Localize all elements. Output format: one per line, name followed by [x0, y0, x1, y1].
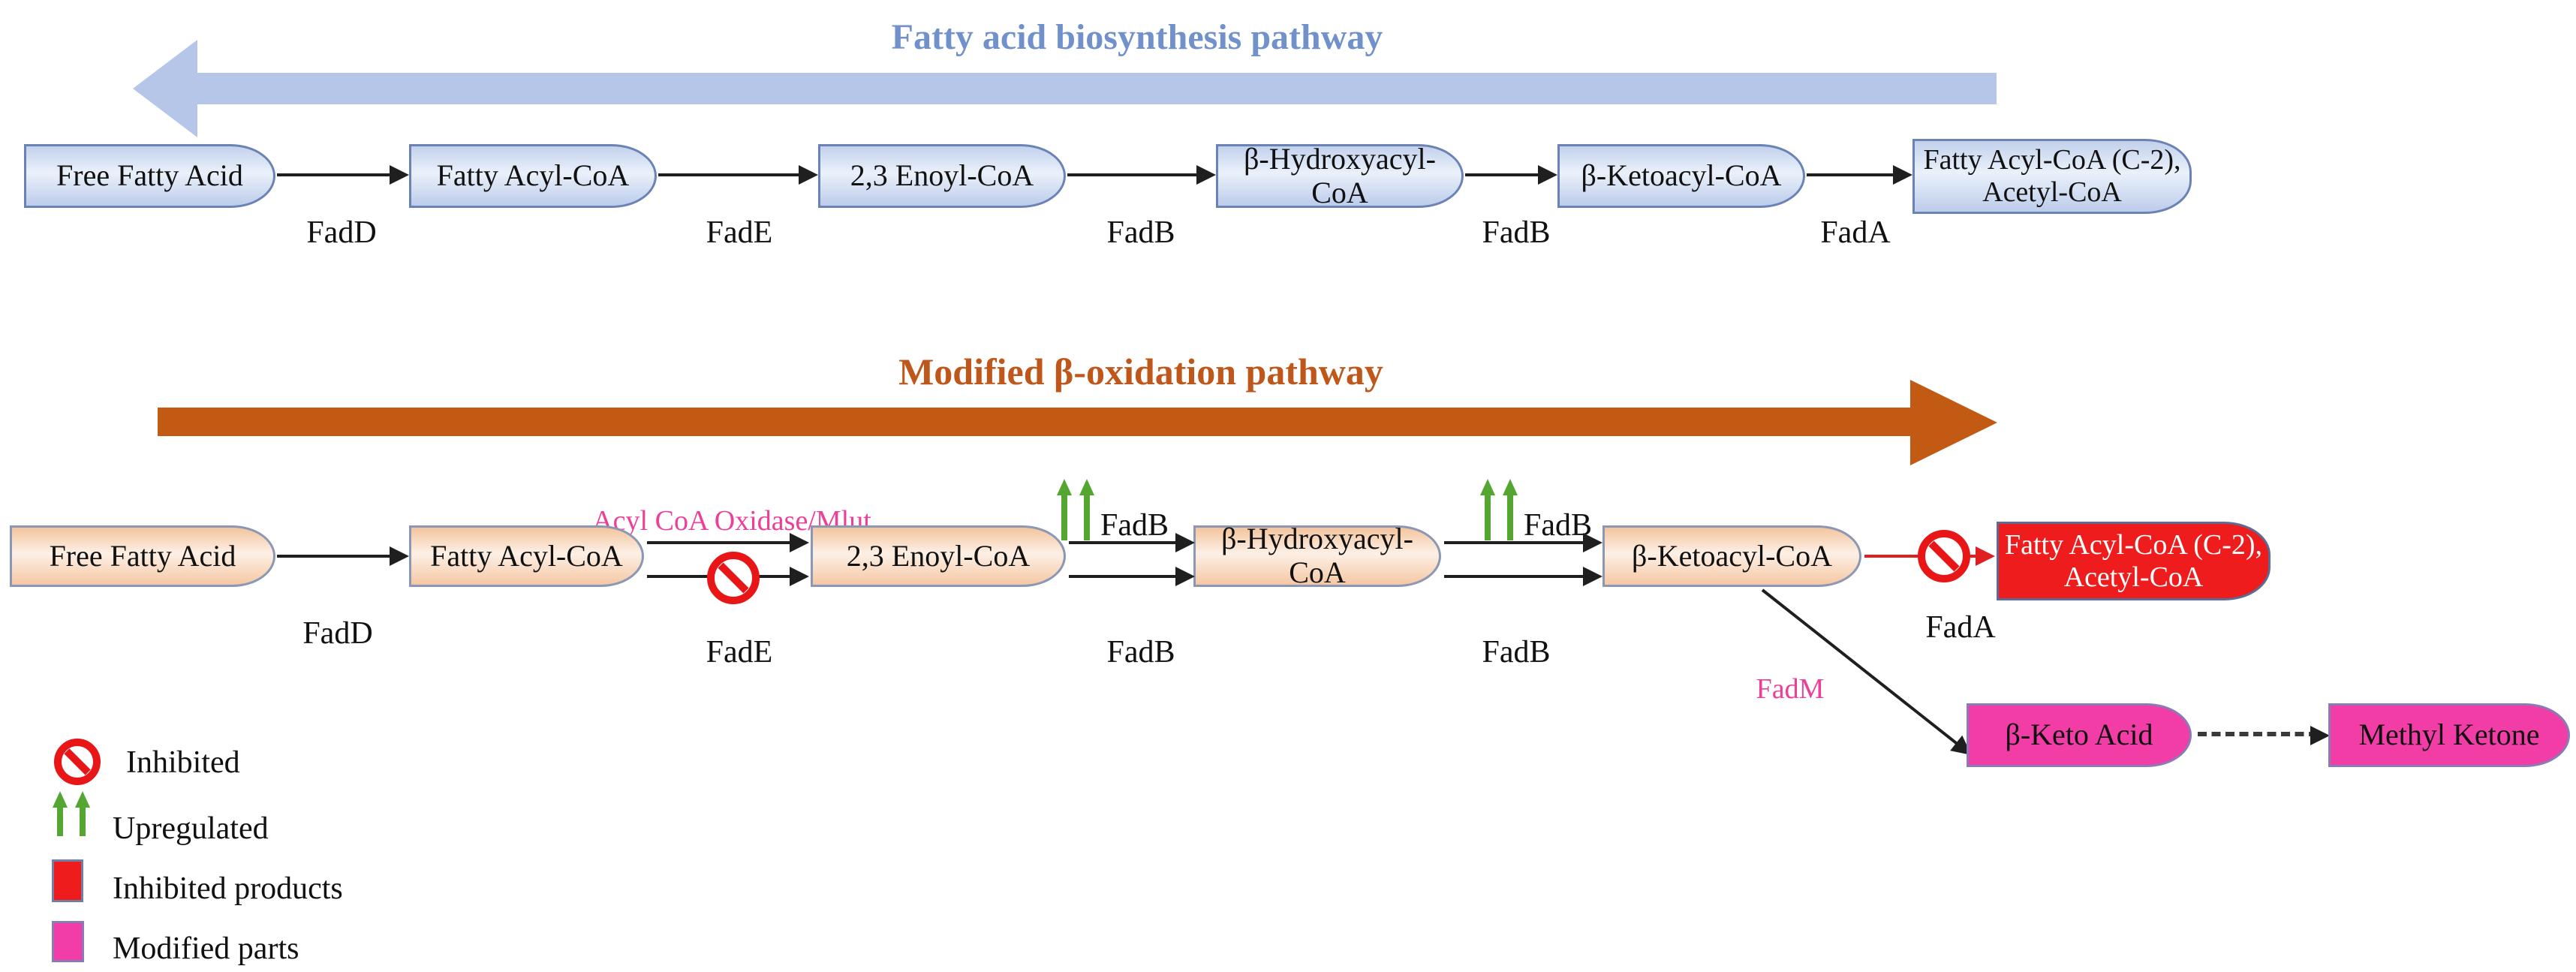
top-arrow-4-head-icon	[1538, 165, 1557, 185]
upregulated-fadb-label-1: FadB	[1100, 508, 1169, 543]
bottom-enzyme-fada: FadA	[1925, 610, 1996, 645]
top-arrow-2-head-icon	[799, 165, 818, 185]
top-box-product: Fatty Acyl-CoA (C-2), Acetyl-CoA	[1912, 139, 2192, 214]
dashed-arrow-methyl-ketone	[2198, 732, 2318, 736]
legend-inhibited-label: Inhibited	[126, 745, 240, 780]
bottom-box-inhibited-product: Fatty Acyl-CoA (C-2), Acetyl-CoA	[1997, 522, 2271, 600]
top-arrow-2	[658, 173, 800, 176]
bottom-arrow-fadb1-lower-head-icon	[1175, 567, 1195, 586]
dashed-arrow-head-icon	[2310, 726, 2330, 745]
top-box-ketoacyl-coa: β-Ketoacyl-CoA	[1557, 144, 1805, 208]
bottom-box-methyl-ketone: Methyl Ketone	[2328, 703, 2570, 767]
oxidation-pathway-title: Modified β-oxidation pathway	[898, 351, 1383, 393]
bottom-arrow-oxidase	[647, 541, 791, 544]
upregulated-arrows-icon-1	[1057, 479, 1094, 540]
biosynthesis-arrow-band	[197, 73, 1997, 104]
top-box-enoyl-coa: 2,3 Enoyl-CoA	[818, 144, 1066, 208]
bottom-arrow-fadb2-lower	[1444, 575, 1584, 578]
top-box-fatty-acyl-coa: Fatty Acyl-CoA	[409, 144, 657, 208]
top-arrow-1	[277, 173, 391, 176]
bottom-arrow-oxidase-head-icon	[790, 533, 809, 552]
legend-modified-parts-label: Modified parts	[113, 931, 299, 966]
bottom-arrow-fadd-head-icon	[390, 546, 409, 566]
bottom-arrow-fadb1-upper-head-icon	[1175, 533, 1195, 552]
top-arrow-5-head-icon	[1893, 165, 1912, 185]
top-box-free-fatty-acid: Free Fatty Acid	[24, 144, 275, 208]
legend-inhibited-products-swatch	[52, 859, 83, 902]
bottom-arrow-fade-head-icon	[790, 567, 809, 586]
top-enzyme-fadb-1: FadB	[1106, 215, 1175, 250]
inhibited-icon-fada	[1918, 530, 1970, 582]
bottom-box-enoyl-coa: 2,3 Enoyl-CoA	[811, 525, 1066, 587]
fadm-label: FadM	[1756, 673, 1825, 705]
top-arrow-4	[1465, 173, 1539, 176]
bottom-arrow-fadb2-lower-head-icon	[1583, 567, 1602, 586]
oxidation-arrow-band	[158, 408, 1910, 436]
top-arrow-5	[1807, 173, 1894, 176]
bottom-enzyme-fadb-1: FadB	[1106, 635, 1175, 670]
legend-modified-parts-swatch	[52, 921, 84, 962]
upregulated-fadb-label-2: FadB	[1524, 508, 1593, 543]
bottom-arrow-fada-head-icon	[1976, 546, 1995, 566]
bottom-box-ketoacyl-coa: β-Ketoacyl-CoA	[1602, 525, 1861, 587]
legend-inhibited-products-label: Inhibited products	[113, 871, 343, 906]
bottom-enzyme-fade: FadE	[706, 635, 773, 670]
bottom-box-hydroxyacyl-coa: β-Hydroxyacyl-CoA	[1193, 522, 1441, 589]
top-arrow-3-head-icon	[1196, 165, 1216, 185]
upregulated-arrows-icon-2	[1480, 479, 1518, 540]
bottom-arrow-fadd	[277, 555, 391, 558]
top-enzyme-fadb-2: FadB	[1482, 215, 1551, 250]
bottom-box-keto-acid: β-Keto Acid	[1967, 703, 2192, 767]
biosynthesis-pathway-title: Fatty acid biosynthesis pathway	[891, 17, 1383, 57]
legend-inhibited-icon	[54, 739, 101, 785]
legend-upregulated-label: Upregulated	[113, 811, 269, 846]
top-box-hydroxyacyl-coa: β-Hydroxyacyl-CoA	[1216, 142, 1464, 209]
top-enzyme-fada: FadA	[1820, 215, 1891, 250]
bottom-box-fatty-acyl-coa: Fatty Acyl-CoA	[409, 525, 644, 587]
oxidation-arrowhead-right-icon	[1910, 380, 1997, 465]
top-arrow-3	[1067, 173, 1198, 176]
bottom-arrow-fadb2-upper	[1444, 541, 1584, 544]
top-arrow-1-head-icon	[390, 165, 409, 185]
legend-upregulated-icon	[53, 791, 90, 836]
bottom-box-free-fatty-acid: Free Fatty Acid	[10, 525, 275, 587]
inhibited-icon-fade	[707, 552, 760, 604]
bottom-arrow-fadb2-upper-head-icon	[1583, 533, 1602, 552]
biosynthesis-arrowhead-left-icon	[133, 40, 197, 137]
bottom-arrow-fadb1-lower	[1069, 575, 1177, 578]
top-enzyme-fade: FadE	[706, 215, 773, 250]
top-enzyme-fadd: FadD	[306, 215, 377, 250]
bottom-enzyme-fadb-2: FadB	[1482, 635, 1551, 670]
bottom-enzyme-fadd: FadD	[302, 616, 373, 651]
bottom-arrow-fadb1-upper	[1069, 541, 1177, 544]
